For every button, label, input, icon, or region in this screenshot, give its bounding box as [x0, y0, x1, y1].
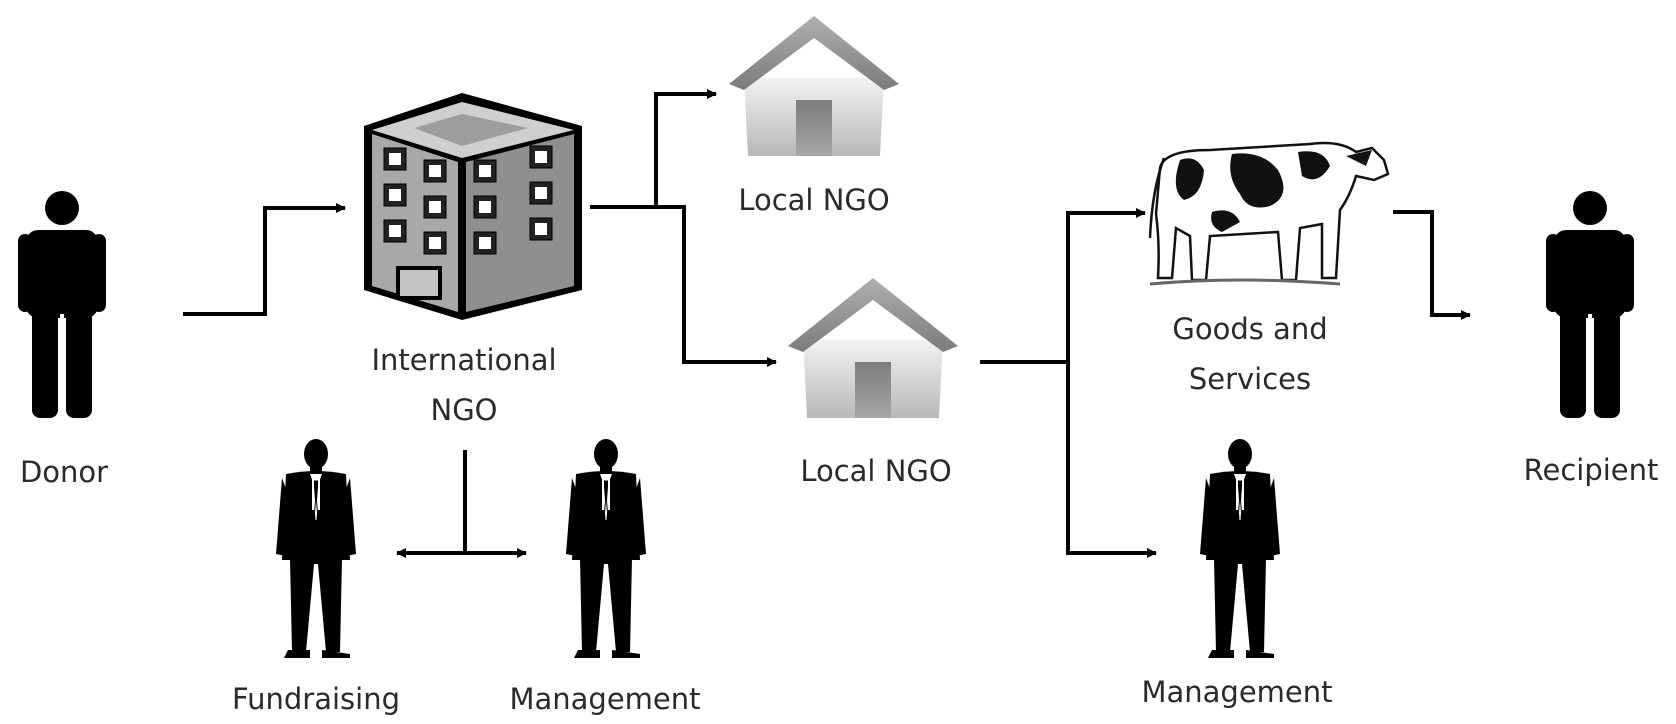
local-ngo-top-house-icon [729, 16, 899, 156]
cow-icon [1148, 141, 1390, 286]
recipient-person-icon [1544, 189, 1636, 420]
management-intl-label: Management [509, 682, 701, 716]
arrow-donor-to-intl-ngo [183, 203, 346, 316]
goods-and-services-label: Goods and Services [1172, 312, 1328, 396]
donor-label: Donor [19, 455, 109, 489]
fundraising-businessman-icon [275, 438, 357, 659]
donor-person-icon [16, 189, 108, 420]
local-ngo-top-label: Local NGO [738, 183, 890, 217]
arrow-goods-to-recipient [1393, 210, 1471, 320]
international-ngo-label: International NGO [371, 343, 557, 427]
fundraising-label: Fundraising [232, 682, 400, 716]
recipient-label: Recipient [1523, 453, 1659, 487]
local-ngo-mid-label: Local NGO [800, 454, 952, 488]
arrow-local-to-goods [980, 208, 1146, 364]
office-building-icon [364, 93, 582, 320]
management-intl-businessman-icon [565, 438, 647, 659]
management-local-label: Management [1141, 675, 1333, 709]
arrow-intl-to-local-top [590, 89, 717, 209]
flow-arrows [183, 89, 1471, 558]
local-ngo-mid-house-icon [788, 278, 958, 418]
arrow-local-to-management [1066, 362, 1157, 558]
arrow-intl-to-local-mid [656, 205, 777, 367]
management-local-businessman-icon [1199, 438, 1281, 659]
